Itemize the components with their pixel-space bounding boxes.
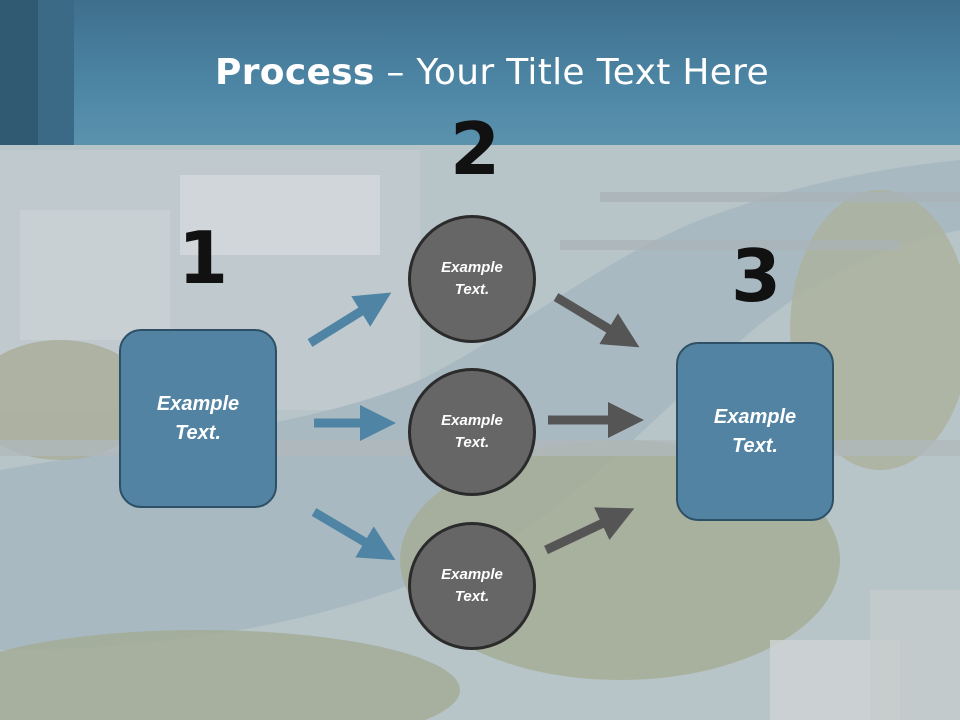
process-circle-2[interactable]: Example Text.	[408, 368, 536, 496]
step-number-3: 3	[731, 234, 782, 318]
process-circle-3[interactable]: Example Text.	[408, 522, 536, 650]
title-rest: – Your Title Text Here	[374, 52, 769, 93]
header-band	[0, 0, 960, 145]
left-box-text: Example Text.	[156, 392, 240, 444]
slide-title: Process – Your Title Text Here	[0, 52, 960, 93]
circle-1-text: Example Text.	[441, 258, 503, 299]
arrow-circle-3-to-right	[544, 507, 635, 555]
right-box-text: Example Text.	[713, 405, 797, 457]
arrow-left-to-circle-3	[311, 508, 396, 561]
step-number-1: 1	[178, 216, 229, 300]
step-number-2: 2	[450, 107, 501, 191]
left-process-box[interactable]: Example Text.	[119, 329, 277, 508]
arrow-circle-1-to-right	[553, 293, 640, 348]
circle-3-text: Example Text.	[441, 565, 503, 606]
title-bold: Process	[215, 52, 375, 93]
header-accent	[0, 0, 38, 145]
circle-2-text: Example Text.	[441, 411, 503, 452]
header-accent	[38, 0, 74, 145]
arrow-left-to-circle-1	[307, 292, 392, 347]
process-circle-1[interactable]: Example Text.	[408, 215, 536, 343]
right-process-box[interactable]: Example Text.	[676, 342, 834, 521]
